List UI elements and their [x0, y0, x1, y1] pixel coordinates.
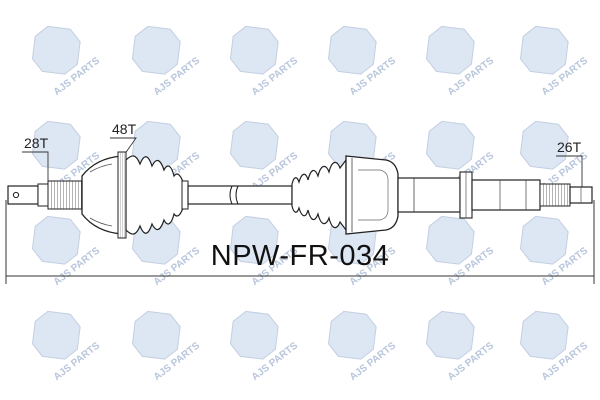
outer-boot: [125, 155, 189, 235]
abs-ring: [117, 151, 127, 239]
intermediate-shaft: [397, 171, 541, 219]
inner-spline-label: 26T: [557, 139, 582, 155]
inner-spline-stub: [539, 183, 593, 207]
abs-ring-label: 48T: [112, 121, 137, 137]
main-shaft: [187, 185, 293, 205]
outer-cv-joint: [81, 155, 123, 235]
leader-lines: [22, 137, 583, 196]
outer-spline-label: 28T: [24, 135, 49, 151]
inner-boot: [291, 158, 347, 232]
length-dimension-line: [5, 200, 595, 284]
part-number: NPW-FR-034: [210, 240, 390, 272]
inner-joint-housing: [345, 155, 399, 235]
outer-spline-stub: [7, 180, 83, 210]
ajs-parts-logo: AJS PARTS: [425, 25, 496, 98]
